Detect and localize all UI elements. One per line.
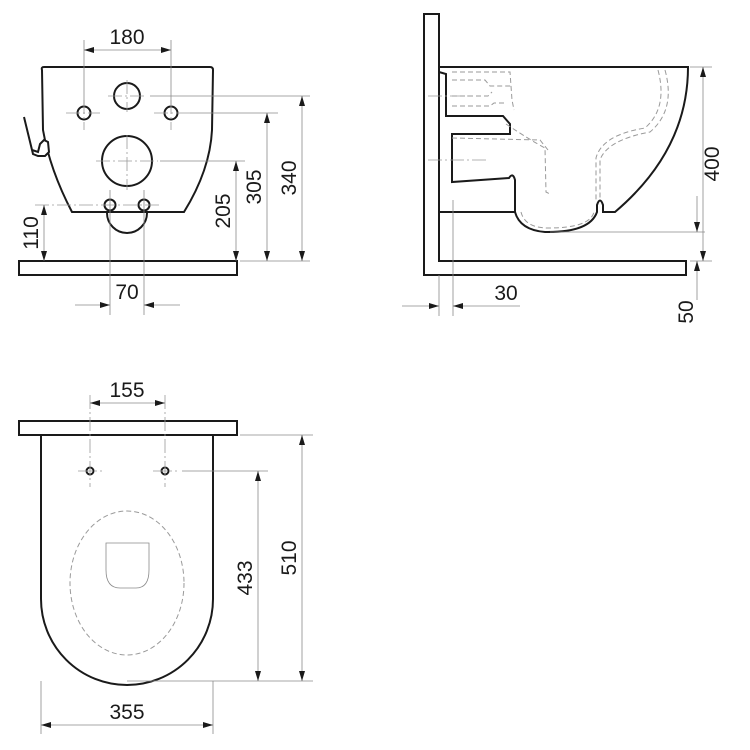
wall-plate [18, 420, 238, 436]
dim-110: 110 [20, 216, 43, 249]
dim-70: 70 [115, 281, 138, 304]
wall-floor-profile [423, 13, 687, 276]
dim-155: 155 [109, 379, 144, 402]
dim-30: 30 [494, 282, 517, 305]
dim-50: 50 [675, 300, 698, 323]
outlet-shape [105, 542, 150, 589]
dim-305: 305 [243, 169, 266, 204]
rear-view: 180 70 110 205 305 340 [18, 26, 310, 315]
floor-plate [18, 260, 238, 276]
dim-510: 510 [278, 540, 301, 575]
bowl-top-outline [40, 436, 214, 686]
outlet-arc [106, 212, 148, 234]
dim-205: 205 [212, 193, 235, 228]
dim-355: 355 [109, 701, 144, 724]
top-view: 155 355 433 510 [18, 379, 313, 734]
bowl-opening [69, 510, 185, 656]
dim-400: 400 [701, 146, 724, 181]
dim-180: 180 [109, 26, 144, 49]
side-view: 400 30 50 [402, 13, 724, 324]
dim-433: 433 [234, 560, 257, 595]
dim-340: 340 [278, 160, 301, 195]
bracket-icon [23, 116, 51, 157]
bowl-side-outline [438, 66, 690, 233]
